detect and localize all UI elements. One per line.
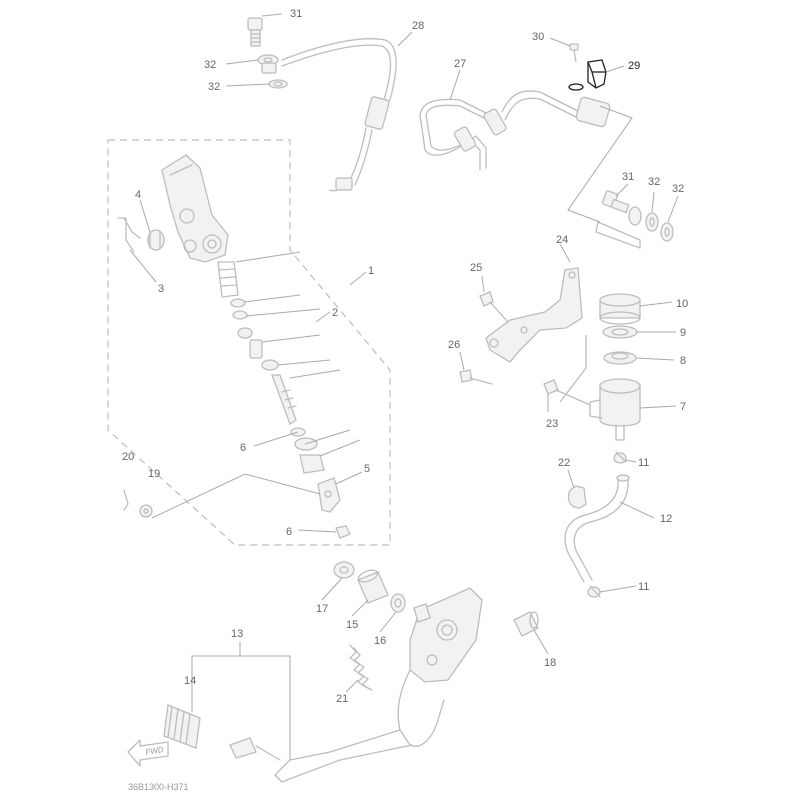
fwd-arrow-icon: FWD [127,739,169,767]
washer-19[interactable] [139,504,153,518]
brake-hose-28[interactable] [281,38,397,192]
reservoir-cap-10[interactable] [599,293,641,325]
leader-7-to-bracket [559,335,587,403]
callout-9[interactable]: 9 [680,327,686,339]
callout-28[interactable]: 28 [412,20,424,32]
callout-23[interactable]: 23 [546,418,558,430]
callout-14[interactable]: 14 [184,675,196,687]
bolt-23[interactable] [543,379,591,406]
callout-27[interactable]: 27 [454,58,466,70]
hose-clip-11-top[interactable] [613,451,627,464]
callout-2[interactable]: 2 [332,307,338,319]
bracket-24[interactable] [485,267,583,363]
reservoir-tank-7[interactable] [589,378,641,441]
callout-31-right[interactable]: 31 [622,171,634,183]
callout-leaders [129,13,679,693]
callout-6-upper[interactable]: 6 [240,442,246,454]
pedal-tip[interactable] [229,737,281,761]
callout-13[interactable]: 13 [231,628,243,640]
callout-31-top[interactable]: 31 [290,8,302,20]
callout-32-right-2[interactable]: 32 [672,183,684,195]
cotter-pin-20[interactable] [123,489,129,511]
callout-32-right-1[interactable]: 32 [648,176,660,188]
clamp-22[interactable] [567,485,587,509]
callout-26[interactable]: 26 [448,339,460,351]
callout-numbers: 31 32 32 28 27 30 29 31 32 32 24 25 26 2… [122,8,688,705]
callout-24[interactable]: 24 [556,234,568,246]
callout-12[interactable]: 12 [660,513,672,525]
callout-7[interactable]: 7 [680,401,686,413]
callout-20[interactable]: 20 [122,451,134,463]
hose-clip-11-bottom[interactable] [587,585,601,598]
bushing-15[interactable] [357,568,389,604]
callout-3[interactable]: 3 [158,283,164,295]
clevis-5[interactable] [317,477,341,513]
bolt-30[interactable] [569,43,579,63]
washer-16[interactable] [390,593,406,613]
hose-clamp-29-highlighted[interactable] [568,59,607,91]
brake-pedal-13[interactable] [274,587,483,783]
callout-5[interactable]: 5 [364,463,370,475]
bolt-26[interactable] [459,369,493,385]
bolt-25[interactable] [479,291,509,323]
callout-10[interactable]: 10 [676,298,688,310]
callout-15[interactable]: 15 [346,619,358,631]
reference-code: 36B1300-H371 [128,782,189,792]
callout-30[interactable]: 30 [532,31,544,43]
master-cylinder-body[interactable] [161,154,229,263]
callout-16[interactable]: 16 [374,635,386,647]
diaphragm-8[interactable] [603,351,637,365]
pivot-collar[interactable] [413,603,431,623]
callout-32-top-1[interactable]: 32 [204,59,216,71]
callout-21[interactable]: 21 [336,693,348,705]
reservoir-hose-12[interactable] [564,474,630,583]
pedal-shaft-18[interactable] [513,611,539,637]
plate-9[interactable] [602,325,638,339]
fwd-label: FWD [145,745,165,757]
piston-kit-2[interactable] [217,261,325,474]
callout-19[interactable]: 19 [148,468,160,480]
callout-8[interactable]: 8 [680,355,686,367]
leader-19-to-clevis [151,473,321,519]
pin-17[interactable] [333,561,355,579]
callout-18[interactable]: 18 [544,657,556,669]
brake-hose-27[interactable] [419,90,611,171]
bleed-screw-4[interactable] [147,229,165,251]
callout-32-top-2[interactable]: 32 [208,81,220,93]
leader-27-to-right [567,105,633,223]
callout-4[interactable]: 4 [135,189,141,201]
nut-6-bottom[interactable] [335,525,351,539]
item-2-extension-lines [235,251,361,457]
callout-22[interactable]: 22 [558,457,570,469]
washer-32-right[interactable] [628,206,674,242]
callout-25[interactable]: 25 [470,262,482,274]
callout-11-top[interactable]: 11 [638,457,649,469]
assembly-1-dashed-outline [107,139,391,546]
callout-1[interactable]: 1 [368,265,374,277]
return-spring-21[interactable] [349,644,373,691]
hose-joint-3[interactable] [117,217,141,253]
callout-17[interactable]: 17 [316,603,328,615]
callout-11-bottom[interactable]: 11 [638,581,649,593]
footrest-rubber-14[interactable] [163,704,201,749]
hose-end-right [595,221,641,249]
callout-6-lower[interactable]: 6 [286,526,292,538]
callout-29-highlighted[interactable]: 29 [628,60,640,72]
union-bolt-31-top[interactable] [247,17,263,47]
bracket-line-13 [191,655,291,760]
union-bolt-31-right[interactable] [601,190,630,214]
